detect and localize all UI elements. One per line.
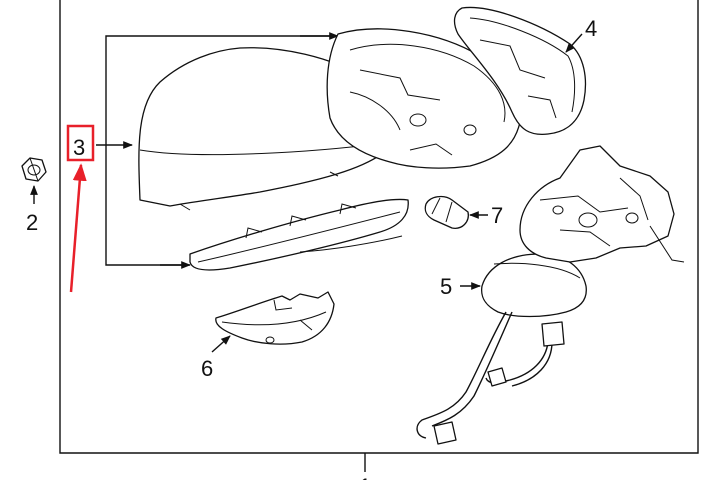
signal-strip-part: [189, 198, 409, 271]
actuator-part: [519, 145, 685, 263]
callout-3-bracket: [105, 35, 335, 266]
callout-3-highlight-box: [66, 124, 95, 162]
callout-1-label: 1: [359, 474, 371, 480]
callout-5-label: 5: [440, 274, 452, 299]
wire-harness-part: [416, 311, 565, 445]
callout-6-leader: [211, 335, 231, 353]
callout-7-label: 7: [491, 203, 503, 228]
bulb-part: [424, 195, 469, 229]
callout-3-label: 3: [73, 135, 85, 160]
mirror-base-part: [480, 253, 587, 318]
callout-6-label: 6: [201, 356, 213, 381]
nut-part: [21, 157, 47, 182]
mirror-housing-part: [326, 28, 521, 169]
side-lamp-part: [215, 291, 335, 345]
callout-3-highlight-arrow: [69, 163, 87, 293]
callout-4-label: 4: [585, 16, 597, 41]
callout-4-leader: [565, 33, 583, 53]
assembly-frame: [59, 0, 699, 454]
mirror-glass-part: [453, 6, 587, 136]
callout-2-label: 2: [26, 210, 38, 235]
